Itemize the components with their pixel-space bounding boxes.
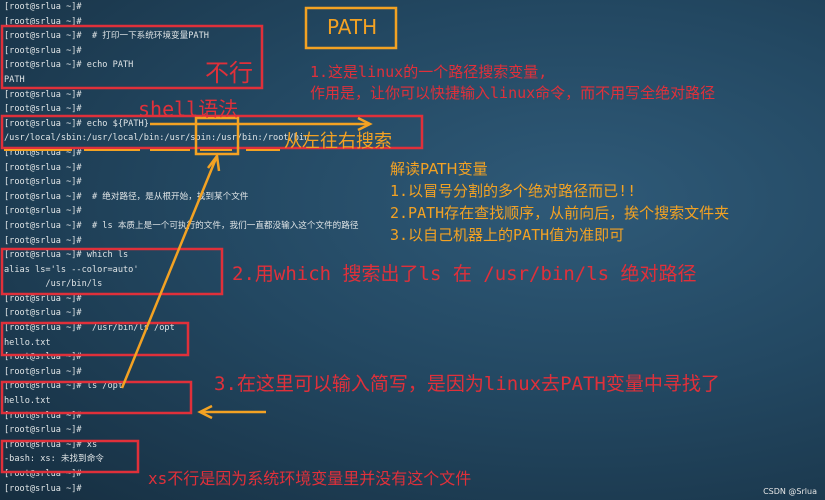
terminal-line: [root@srlua ~]# # 绝对路径，是从根开始，找到某个文件 <box>4 191 249 202</box>
arrowhead-right <box>357 116 373 132</box>
terminal-line: [root@srlua ~]# ls /opt <box>4 381 123 392</box>
note-xs: xs不行是因为系统环境变量里并没有这个文件 <box>148 469 472 488</box>
highlight-box-xs <box>0 439 140 474</box>
interpret-item-1: 1.以冒号分割的多个绝对路径而已!! <box>390 182 637 200</box>
terminal-line: [root@srlua ~]# <box>4 293 82 304</box>
terminal-line: [root@srlua ~]# <box>4 45 82 56</box>
terminal-line: [root@srlua ~]# <box>4 469 82 479</box>
interpret-item-2: 2.PATH存在查找顺序，从前向后，挨个搜索文件夹 <box>390 204 730 222</box>
highlight-box-echo-path <box>0 24 264 90</box>
terminal-line: [root@srlua ~]# <box>4 162 82 173</box>
shell-syntax-label: shell语法 <box>138 97 239 121</box>
terminal-line: [root@srlua ~]# # 打印一下系统环境变量PATH <box>4 31 209 42</box>
watermark: CSDN @Srlua <box>763 487 817 496</box>
terminal-line: hello.txt <box>4 337 51 348</box>
highlight-box-short-ls <box>0 380 193 415</box>
path-title-box <box>304 6 398 50</box>
terminal-line: [root@srlua ~]# <box>4 206 82 217</box>
terminal-line: /usr/local/sbin:/usr/local/bin:/usr/sbin… <box>4 133 310 144</box>
highlight-box-echo-path-var <box>0 114 424 150</box>
terminal-line: [root@srlua ~]# <box>4 425 82 436</box>
terminal-line: alias ls='ls --color=auto' <box>4 264 139 275</box>
diagonal-arrow <box>120 155 219 389</box>
not-work-label: 不行 <box>205 59 253 87</box>
terminal-output: [root@srlua ~]# [root@srlua ~]# [root@srlu… <box>4 0 358 496</box>
note1-line1: 1.这是linux的一个路径搜索变量, <box>310 63 548 81</box>
terminal-line: [root@srlua ~]# <box>4 2 82 12</box>
terminal-line: [root@srlua ~]# <box>4 104 82 115</box>
terminal-line: /usr/bin/ls <box>4 279 103 290</box>
terminal-line: PATH <box>4 74 25 85</box>
terminal-line: [root@srlua ~]# <box>4 16 82 27</box>
terminal-line: [root@srlua ~]# /usr/bin/ls /opt <box>4 323 175 334</box>
arrowhead-up <box>207 152 221 172</box>
arrowhead-left <box>197 404 213 420</box>
terminal-line: [root@srlua ~]# <box>4 177 82 188</box>
terminal-line: [root@srlua ~]# echo ${PATH} <box>4 118 149 129</box>
interpret-panel: 解读PATH变量 1.以冒号分割的多个绝对路径而已!! 2.PATH存在查找顺序… <box>390 158 729 246</box>
interpret-title: 解读PATH变量 <box>390 160 488 178</box>
note2: 2.用which 搜索出了ls 在 /usr/bin/ls 绝对路径 <box>232 263 697 285</box>
terminal-line: [root@srlua ~]# <box>4 147 82 158</box>
left-to-right-label: 从左往右搜索 <box>284 131 392 152</box>
terminal-line: [root@srlua ~]# # ls 本质上是一个可执行的文件，我们一直都没… <box>4 220 359 231</box>
note3: 3.在这里可以输入简写，是因为linux去PATH变量中寻找了 <box>214 373 720 395</box>
terminal-line: -bash: xs: 未找到命令 <box>4 454 104 465</box>
terminal-line: [root@srlua ~]# <box>4 352 82 363</box>
highlight-box-full-path-ls <box>0 321 190 357</box>
terminal-line: [root@srlua ~]# xs <box>4 439 98 450</box>
path-title: PATH <box>327 15 378 39</box>
interpret-item-3: 3.以自己机器上的PATH值为准即可 <box>390 226 625 244</box>
terminal-line: [root@srlua ~]# <box>4 410 82 421</box>
terminal-line: [root@srlua ~]# which ls <box>4 250 129 261</box>
terminal-line: [root@srlua ~]# echo PATH <box>4 60 134 71</box>
note1-line2: 作用是，让你可以快捷输入linux命令，而不用写全绝对路径 <box>310 84 716 102</box>
terminal-line: [root@srlua ~]# <box>4 235 82 246</box>
highlight-box-which <box>0 247 224 296</box>
terminal-line: [root@srlua ~]# <box>4 308 82 319</box>
terminal-line: [root@srlua ~]# <box>4 89 82 100</box>
terminal-line: [root@srlua ~]# <box>4 366 82 377</box>
terminal-line: [root@srlua ~]# <box>4 483 82 494</box>
terminal-line: hello.txt <box>4 396 51 407</box>
